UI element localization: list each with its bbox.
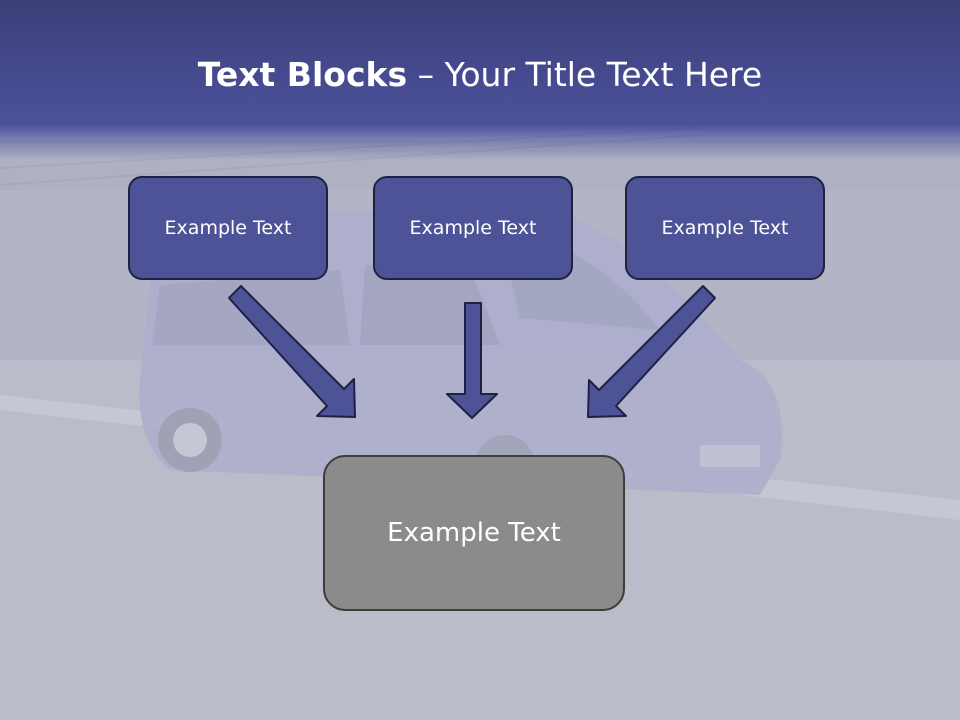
text-block-1[interactable]: Example Text [128,176,328,280]
text-block-3[interactable]: Example Text [625,176,825,280]
title-separator: – [407,55,445,94]
text-block-3-label: Example Text [661,217,789,239]
text-block-2-label: Example Text [409,217,537,239]
center-text-block-label: Example Text [387,518,561,548]
slide-title: Text Blocks – Your Title Text Here [0,52,960,98]
text-block-2[interactable]: Example Text [373,176,573,280]
title-band [0,0,960,160]
center-text-block[interactable]: Example Text [323,455,625,611]
title-bold: Text Blocks [197,55,408,94]
title-rest: Your Title Text Here [444,55,763,94]
text-block-1-label: Example Text [164,217,292,239]
